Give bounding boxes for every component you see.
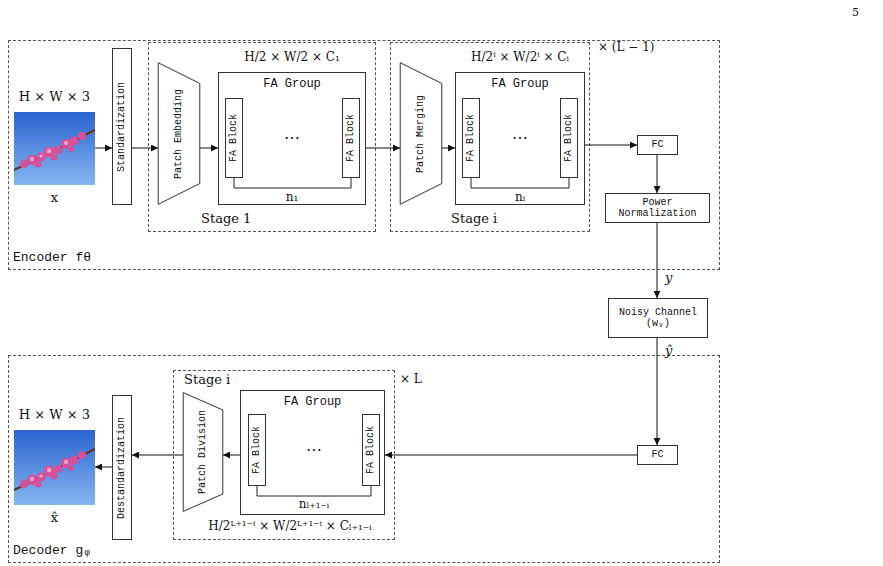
repeat-count: nᵢ [400, 190, 640, 204]
node-text: H × W × 3 [0, 90, 115, 105]
ellipsis: ⋯ [172, 128, 412, 147]
patch-embedding: Patch Embedding [158, 62, 200, 205]
dimension-label: H/2ᴸ⁺¹⁻ⁱ × W/2ᴸ⁺¹⁻ⁱ × Cₗ₊₁₋ᵢ [170, 519, 410, 533]
node-text: FA Block [463, 99, 479, 177]
node-text: Power Normalization [606, 194, 709, 222]
photo-blossom-highlights [30, 460, 68, 481]
node-text: FA Block [249, 415, 265, 485]
arrow-connector [657, 223, 658, 298]
block-box: FA Block [560, 98, 578, 178]
node-text: FA Block [561, 99, 577, 177]
repeat-count: nₗ₊₁₋ᵢ [194, 497, 434, 511]
stage-region: Stage i Patch Merging FA Group FA Block FA B… [390, 42, 590, 232]
patch-merging: Patch Merging [400, 62, 442, 205]
encoder-region: Encoder fθH × W × 3xStandardizationStage… [8, 40, 720, 270]
trapezoid-shape [183, 393, 223, 512]
image-box: H × W × 3x̂ [14, 430, 95, 505]
repeat-count: n₁ [172, 190, 412, 204]
arrow-connector [223, 455, 240, 456]
arrow-connector [385, 455, 637, 456]
arrow-connector [585, 145, 637, 146]
trapezoid-shape [158, 63, 200, 205]
destandardization-box: Destandardization [112, 395, 132, 540]
trapezoid-shape [400, 63, 442, 205]
node-text: FC [638, 446, 677, 464]
photo-branch [14, 130, 95, 170]
node-text: FA Group [219, 78, 365, 92]
standardization-box: Standardization [112, 48, 132, 205]
group-box: FA Group FA Block FA Block [240, 390, 385, 515]
repeat-bracket [471, 178, 569, 188]
node-text: FA Block [343, 99, 359, 177]
arrow-connector [95, 467, 112, 468]
photo-sky [14, 112, 95, 185]
node-text: Patch Division [183, 392, 223, 512]
stage-region: Stage 1Patch EmbeddingFA GroupFA BlockFA… [148, 42, 376, 232]
node-text: Stage 1 [201, 212, 251, 227]
node-text: FA Block [226, 99, 242, 177]
patch-division: Patch Division [183, 392, 223, 512]
node-text: x̂ [14, 511, 95, 526]
photo-branch [14, 449, 95, 490]
decoder-region: Decoder gᵩ FC Stage i FA Group FA Block FA Bl… [8, 355, 720, 563]
fc-box: FC [637, 445, 678, 465]
arrow-connector [442, 148, 455, 149]
repeat-factor: × L [400, 372, 422, 386]
node-text: Noisy Channel (wᵥ) [609, 299, 707, 337]
node-text: Patch Merging [400, 62, 442, 205]
repeat-bracket [234, 178, 351, 188]
node-text: Patch Embedding [158, 62, 200, 205]
group-box: FA Group FA Block FA Block [218, 72, 366, 205]
block-box: FA Block [462, 98, 480, 178]
repeat-bracket [257, 486, 371, 496]
dimension-label: H/2 × W/2 × C₁ [172, 50, 412, 64]
arrow-connector [657, 338, 658, 445]
power-norm-box: Power Normalization [605, 193, 710, 223]
arrow-connector [200, 148, 218, 149]
node-text: FC [638, 136, 677, 154]
node-text: Decoder gᵩ [13, 544, 91, 559]
input-photo [14, 112, 95, 185]
node-text: FA Group [241, 396, 384, 410]
fc-box: FC [637, 135, 678, 155]
block-box: FA Block [248, 414, 266, 486]
repeat-factor: × (L − 1) [598, 40, 655, 54]
node-text: x [14, 191, 95, 206]
photo-blossoms [20, 451, 86, 488]
node-text: H × W × 3 [0, 408, 115, 423]
node-text: Encoder fθ [13, 251, 91, 266]
block-box: FA Block [225, 98, 243, 178]
dimension-label: H/2ⁱ × W/2ⁱ × Cᵢ [400, 50, 640, 64]
photo-blossom-highlights [30, 141, 68, 161]
arrow-connector [132, 455, 183, 456]
image-box: H × W × 3x [14, 112, 95, 185]
ellipsis: ⋯ [194, 440, 434, 459]
node-text: Stage i [451, 212, 497, 227]
output-photo [14, 430, 95, 505]
channel-box: Noisy Channel (wᵥ) [608, 298, 708, 338]
arrow-connector [132, 148, 158, 149]
group-box: FA Group FA Block FA Block [455, 72, 585, 205]
block-box: FA Block [362, 414, 380, 486]
node-text: Standardization [113, 49, 131, 204]
block-box: FA Block [342, 98, 360, 178]
photo-blossoms [20, 132, 86, 168]
page-number: 5 [852, 6, 859, 19]
photo-sky [14, 430, 95, 505]
arrow-connector [95, 148, 112, 149]
stage-region: Stage i FA Group FA Block FA Block Patch Div… [173, 370, 395, 540]
arrow-connector [657, 155, 658, 193]
edge-label: y [665, 270, 672, 285]
node-text: FA Group [456, 78, 584, 92]
ellipsis: ⋯ [400, 128, 640, 147]
node-text: FA Block [363, 415, 379, 485]
node-text: Stage i [184, 373, 230, 388]
node-text: Destandardization [113, 396, 131, 539]
arrow-connector [366, 148, 400, 149]
